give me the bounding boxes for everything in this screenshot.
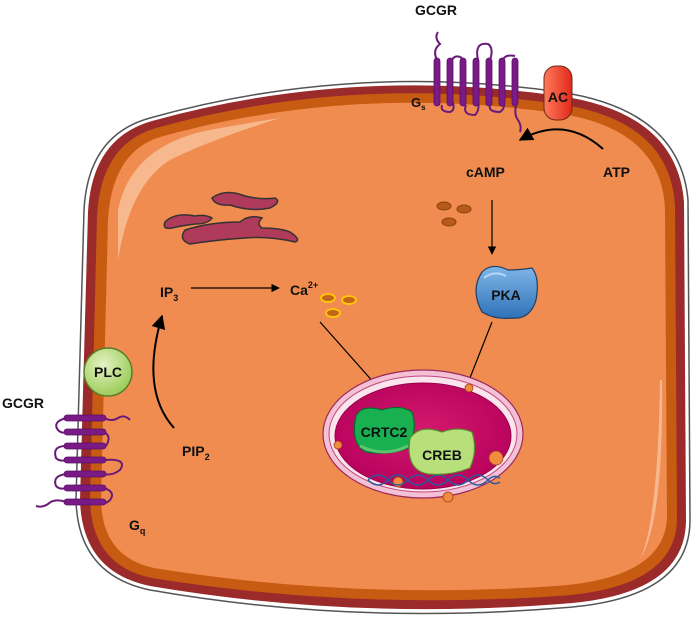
plc-enzyme: PLC <box>83 347 133 397</box>
ac-label: AC <box>548 89 568 105</box>
gs-label-main: G <box>411 95 421 110</box>
gcgr-receptor-top <box>433 31 522 133</box>
pka-protein: PKA <box>475 265 538 319</box>
pip2-label-main: PIP <box>182 443 205 459</box>
gs-label: Gs <box>411 95 426 112</box>
calcium-label-sup: 2+ <box>308 280 318 290</box>
pip2-to-ip3-arrow <box>151 314 175 429</box>
cell <box>75 80 691 615</box>
ip3-label-sub: 3 <box>173 293 178 303</box>
atp-label: ATP <box>603 164 630 180</box>
adenylyl-cyclase: AC <box>543 65 573 121</box>
dna-icon <box>367 474 501 486</box>
calcium-label-main: Ca <box>290 282 308 298</box>
pka-label: PKA <box>491 287 521 303</box>
gq-label: Gq <box>129 517 145 536</box>
cytoplasm-highlight <box>118 118 280 260</box>
cytoplasm <box>101 102 667 591</box>
gcgr-left-label: GCGR <box>2 395 44 411</box>
golgi-apparatus-icon <box>163 191 299 245</box>
crtc2-protein: CRTC2 <box>353 406 415 454</box>
calcium-ions-icon <box>320 293 357 318</box>
atp-to-camp-arrow <box>518 127 604 150</box>
cytoplasm-highlight-right <box>640 380 663 560</box>
ip3-label-main: IP <box>160 284 173 300</box>
camp-label: cAMP <box>466 164 505 180</box>
creb-protein: CREB <box>408 428 476 475</box>
plc-label: PLC <box>94 364 122 380</box>
crtc2-label: CRTC2 <box>361 424 408 440</box>
gs-label-sub: s <box>421 103 426 112</box>
calcium-label: Ca2+ <box>290 280 318 298</box>
gq-label-main: G <box>129 517 140 533</box>
gq-label-sub: q <box>140 526 146 536</box>
camp-molecules-icon <box>436 201 472 227</box>
ip3-label: IP3 <box>160 284 178 303</box>
gcgr-top-label: GCGR <box>415 2 457 18</box>
gcgr-receptor-left <box>35 414 131 508</box>
creb-label: CREB <box>422 447 462 463</box>
pip2-label-sub: 2 <box>205 452 210 462</box>
pip2-label: PIP2 <box>182 443 210 462</box>
